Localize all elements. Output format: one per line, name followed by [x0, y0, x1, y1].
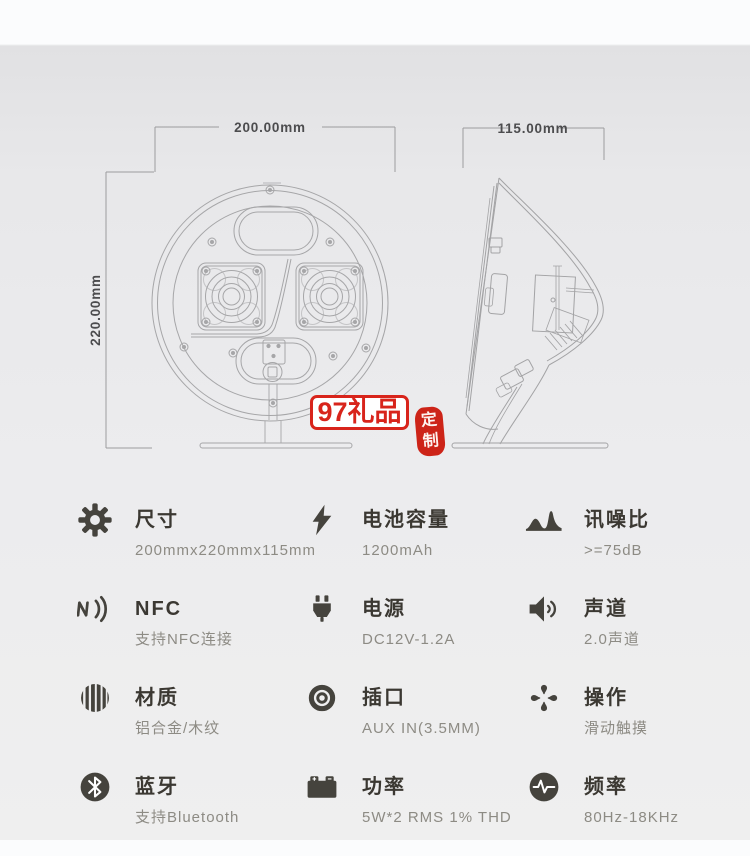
spec-aux-port: 插口 AUX IN(3.5MM) [302, 678, 524, 767]
spec-value: 滑动触摸 [584, 720, 649, 737]
spec-operation: 操作 滑动触摸 [524, 678, 750, 767]
spec-dimensions: 尺寸 200mmx220mmx115mm [75, 500, 315, 589]
front-width-label: 200.00mm [234, 120, 306, 135]
spec-title: 电源 [362, 598, 406, 620]
side-depth-label: 115.00mm [498, 121, 569, 136]
bluetooth-icon [75, 767, 115, 807]
watermark-seal: 定 制 [413, 405, 447, 458]
spec-title: 尺寸 [135, 509, 179, 531]
waveform-icon [524, 500, 564, 540]
driver-screws [201, 266, 360, 327]
lightning-icon [302, 500, 342, 540]
spec-value: 支持Bluetooth [135, 809, 240, 826]
spec-value: AUX IN(3.5MM) [362, 720, 481, 737]
spec-title: 操作 [584, 687, 628, 709]
seal-char-bottom: 制 [422, 432, 440, 451]
spec-title: 插口 [362, 687, 406, 709]
spec-value: DC12V-1.2A [362, 631, 456, 648]
usb-plug-icon-cell: 电源 DC12V-1.2A [302, 589, 524, 678]
battery-icon [302, 767, 342, 807]
striped-sphere-icon [75, 678, 115, 718]
spec-title: NFC [135, 598, 183, 620]
spec-title: 电池容量 [362, 509, 450, 531]
spec-snr: 讯噪比 >=75dB [524, 500, 750, 589]
specs-grid: 尺寸 200mmx220mmx115mm 电池容量 1200mAh [0, 500, 750, 856]
spec-value: 支持NFC连接 [135, 631, 233, 648]
spec-bluetooth: 蓝牙 支持Bluetooth [75, 767, 302, 856]
pulse-icon [524, 767, 564, 807]
spec-output-power: 功率 5W*2 RMS 1% THD [302, 767, 524, 856]
spec-value: 200mmx220mmx115mm [135, 542, 316, 559]
spec-value: 铝合金/木纹 [135, 720, 221, 737]
spec-title: 声道 [584, 598, 628, 620]
spec-battery-capacity: 电池容量 1200mAh [302, 500, 524, 589]
spec-frequency: 频率 80Hz-18KHz [524, 767, 750, 856]
spec-title: 材质 [135, 687, 179, 709]
nfc-icon [75, 589, 115, 629]
aux-ring-icon [302, 678, 342, 718]
spec-channels: 声道 2.0声道 [524, 589, 750, 678]
spec-nfc: NFC 支持NFC连接 [75, 589, 302, 678]
side-view-drawing [451, 177, 609, 449]
spec-value: 2.0声道 [584, 631, 640, 648]
spec-title: 功率 [362, 776, 406, 798]
speaker-icon [524, 589, 564, 629]
front-height-label: 220.00mm [88, 274, 103, 346]
seal-char-top: 定 [420, 411, 438, 430]
watermark-brand-badge: 97礼品 [310, 395, 409, 430]
spec-value: >=75dB [584, 542, 643, 559]
spec-title: 蓝牙 [135, 776, 179, 798]
spec-value: 5W*2 RMS 1% THD [362, 809, 512, 826]
spec-title: 讯噪比 [584, 509, 650, 531]
touch-drops-icon [524, 678, 564, 718]
spec-value: 1200mAh [362, 542, 434, 559]
hatch-area [544, 320, 583, 351]
panel-screws [179, 185, 371, 408]
spec-title: 频率 [584, 776, 628, 798]
spec-value: 80Hz-18KHz [584, 809, 680, 826]
gear-icon [75, 500, 115, 540]
usb-plug-icon [302, 589, 342, 629]
spec-material: 材质 铝合金/木纹 [75, 678, 302, 767]
